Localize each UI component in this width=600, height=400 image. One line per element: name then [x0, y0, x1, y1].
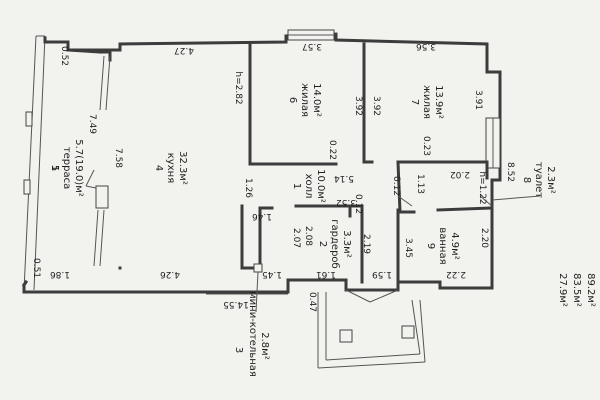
dim-label: 3.45: [403, 238, 413, 258]
room-7-area: 13.9м²: [433, 85, 444, 119]
room-1-number: 1: [291, 183, 302, 189]
room-5-name: терраса: [61, 147, 72, 189]
dim-label: 3.92: [353, 96, 363, 116]
door-icon: [479, 195, 493, 207]
room-5-number: 1: [49, 165, 60, 171]
dim-label: 3.56: [416, 41, 436, 51]
dim-label: 4.26: [160, 269, 180, 279]
terrace-post-icon: [23, 179, 31, 195]
total-area-living: 83.5м²: [571, 273, 582, 307]
dim-label: 0.52: [59, 46, 69, 66]
dim-label: 1.59: [372, 269, 392, 279]
dim-label: 0.12: [353, 194, 363, 214]
dim-label: 1.86: [50, 269, 70, 279]
dim-label: 5.14: [334, 173, 354, 183]
room-2-area: 3.3м²: [341, 230, 352, 257]
dim-label: 14.55: [223, 299, 249, 309]
room-1-area: 10.0м²: [315, 169, 326, 203]
door-icon: [397, 195, 413, 207]
dim-label: 3.91: [473, 90, 483, 110]
room-1-name: холл: [303, 174, 314, 199]
porch-step-icon: [339, 329, 353, 343]
total-area-terrace: 27.9м²: [557, 273, 568, 307]
window-top: [287, 29, 335, 41]
room-6-name: жилая: [299, 83, 310, 117]
dim-label: 2.19: [361, 234, 371, 254]
dim-label: 1.61: [316, 269, 336, 279]
dim-label: 0.51: [31, 258, 41, 278]
dim-label: h=1.22: [477, 171, 487, 204]
dim-label: 1.46: [252, 211, 272, 221]
dimension-labels: 0.52 4.27 3.57 3.56 h=2.82 7.49 7.58 3.9…: [31, 41, 515, 312]
dim-label: 3.57: [302, 41, 322, 51]
room-8-name: туалет: [533, 162, 544, 198]
room-2-name: гардероб: [329, 219, 340, 268]
room-8-number: 8: [521, 177, 532, 183]
terrace-outer-wall: [23, 35, 46, 291]
room-4-area: 32.3м²: [177, 151, 188, 185]
dim-label: 1.45: [262, 269, 282, 279]
room-2-number: 2: [317, 241, 328, 247]
dim-label: 7.49: [87, 114, 97, 134]
dim-label: 4.27: [174, 45, 194, 55]
dim-label: 0.12: [391, 176, 401, 196]
room-3-leader-line: [255, 271, 259, 313]
window-right: [485, 117, 501, 169]
room-4-name: кухня: [165, 153, 176, 183]
porch-step-icon: [401, 325, 415, 339]
dim-label: 2.22: [446, 269, 466, 279]
dim-label: 0.47: [307, 292, 317, 312]
dim-label: 2.07: [291, 228, 301, 248]
column-icon: [95, 185, 109, 209]
dim-label: 3.52: [336, 197, 356, 207]
room-5-number-label: 5: [49, 165, 60, 171]
area-totals: 27.9м² 83.5м² 89.2м²: [557, 273, 596, 307]
terrace-post-icon: [25, 111, 33, 127]
dim-label: 3.92: [371, 96, 381, 116]
room-3-number: 3: [233, 347, 244, 353]
dim-label: 1.13: [415, 174, 425, 194]
dim-label: 2.08: [303, 226, 313, 246]
room-9-number: 9: [425, 243, 436, 249]
dim-label: 1.26: [243, 178, 253, 198]
room-7-number: 7: [409, 99, 420, 105]
total-area-overall: 89.2м²: [585, 273, 596, 307]
terrace-walls: [66, 48, 112, 267]
room-labels: 1 5 терраса 5.7(19.0)м² 4 кухня 32.3м² 6…: [49, 83, 556, 377]
room-3-name: мини-котельная: [247, 291, 258, 377]
room-8-leader-line: [491, 195, 541, 201]
dim-label: 8.52: [505, 162, 515, 182]
doors: [253, 195, 493, 273]
room-6-area: 14.0м²: [311, 83, 322, 117]
dim-label: 0.22: [327, 140, 337, 160]
room-9-name: ванная: [437, 227, 448, 264]
dim-label: 7.58: [113, 148, 123, 168]
room-7-name: жилая: [421, 85, 432, 119]
dim-label: 0.23: [421, 136, 431, 156]
dim-label: h=2.82: [233, 71, 243, 104]
room-4-number: 4: [153, 165, 164, 171]
room-6-number: 6: [287, 97, 298, 103]
room-8-area: 2.3м²: [545, 166, 556, 193]
room-5-area: 5.7(19.0)м²: [73, 139, 84, 197]
entrance-porch: [317, 289, 426, 369]
room-3-area: 2.8м²: [259, 332, 270, 359]
boiler-icon: [253, 263, 263, 273]
room-9-area: 4.9м²: [449, 232, 460, 259]
dim-label: 2.20: [479, 228, 489, 248]
dim-label: 2.02: [450, 169, 470, 179]
